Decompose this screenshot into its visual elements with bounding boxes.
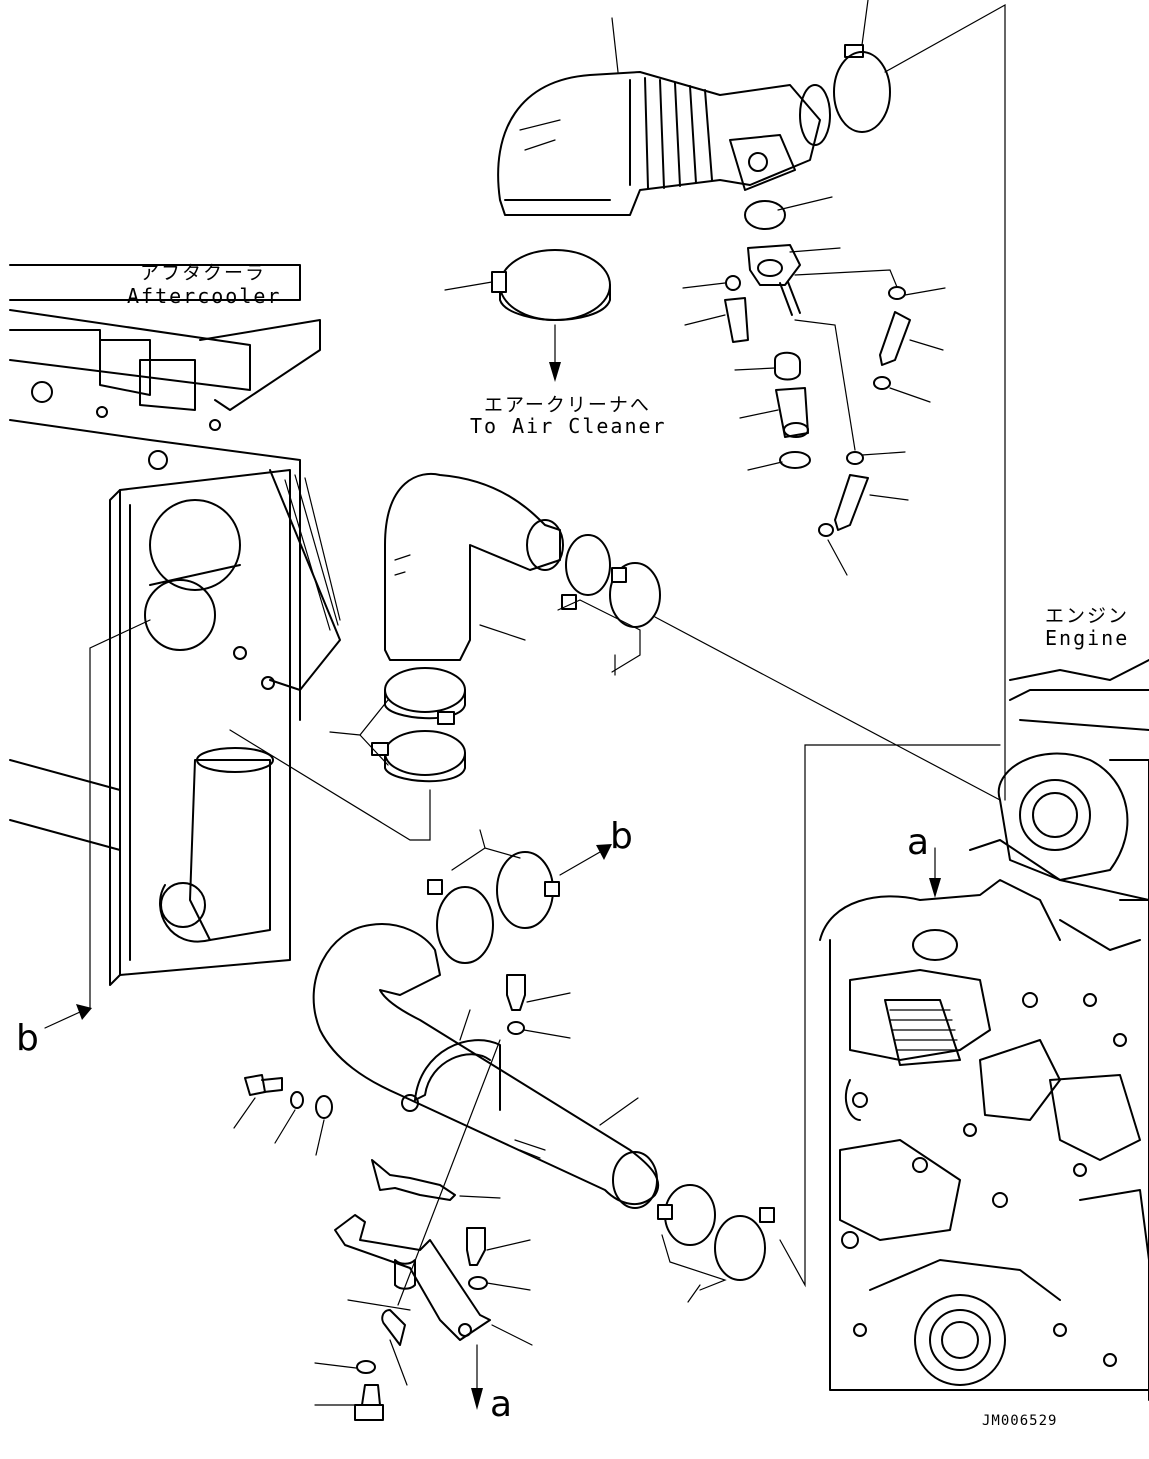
leader-line <box>687 1284 701 1303</box>
leader-line <box>444 281 493 291</box>
leader-line <box>229 729 431 841</box>
leader-line <box>89 619 151 1009</box>
fastener-leaders <box>233 992 571 1410</box>
arrow-head <box>596 844 612 860</box>
air-intake-elbow <box>497 44 891 216</box>
ref-a-bracket: a <box>490 1384 513 1425</box>
arrow-head <box>549 362 561 382</box>
leader-line <box>661 1234 727 1291</box>
arrow-head <box>929 878 941 898</box>
leader-line <box>884 3 1006 801</box>
arrow-to-b <box>559 851 601 876</box>
drawing-code: JM006529 <box>982 1413 1058 1429</box>
sensor-fittings <box>724 200 911 537</box>
aftercooler-label-jp: アフタクーラ <box>140 262 267 284</box>
leader-line <box>599 1097 639 1126</box>
middle-clamps <box>561 534 661 628</box>
engine-label-jp: エンジン <box>1045 605 1130 627</box>
leader-line <box>557 599 641 673</box>
lower-air-duct <box>312 923 660 1209</box>
lower-clamps <box>427 851 775 1281</box>
leader-line <box>654 616 1001 801</box>
engine <box>819 659 1149 1401</box>
leader-line <box>479 624 526 641</box>
arrow-head <box>76 1004 92 1020</box>
leader-line <box>779 744 1001 1288</box>
air-cleaner-label-jp: エアークリーナへ <box>484 394 651 416</box>
leader-line <box>329 731 361 736</box>
middle-elbow-hose <box>384 472 564 661</box>
leader-line <box>459 1009 471 1041</box>
leader-line <box>611 17 619 73</box>
air-cleaner-label-en: To Air Cleaner <box>470 414 667 438</box>
ref-b-aftercooler: b <box>16 1018 39 1059</box>
hose-clamp <box>491 249 611 321</box>
ref-a-engine: a <box>907 822 930 863</box>
aftercooler <box>9 264 341 986</box>
engine-label-en: Engine <box>1045 626 1130 650</box>
ref-b-clamp: b <box>610 816 633 857</box>
arrow-to-b <box>44 1011 81 1029</box>
leader-line <box>861 0 869 46</box>
hose-clamps-pair <box>371 667 466 783</box>
leader-line <box>479 829 486 849</box>
aftercooler-label-en: Aftercooler <box>127 284 282 308</box>
fitting-leaders <box>682 196 946 576</box>
fasteners <box>244 974 526 1421</box>
